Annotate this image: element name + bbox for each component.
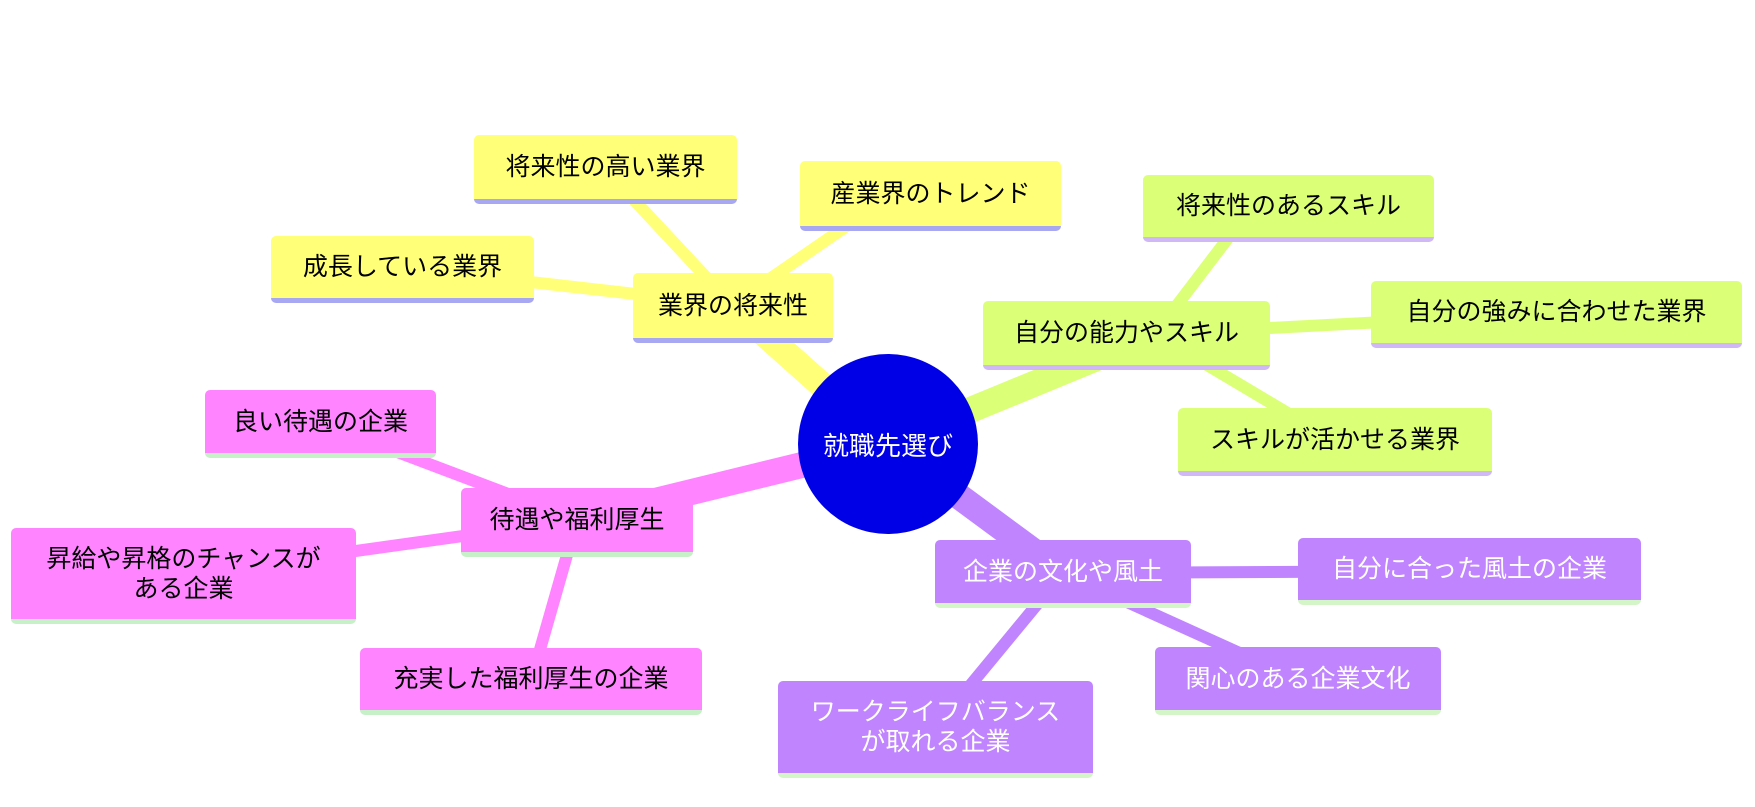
leaf-node[interactable]: 将来性の高い業界 <box>474 135 737 204</box>
leaf-node[interactable]: 充実した福利厚生の企業 <box>360 648 702 715</box>
leaf-node[interactable]: 産業界のトレンド <box>800 161 1061 231</box>
leaf-node[interactable]: 昇給や昇格のチャンスが ある企業 <box>11 528 356 624</box>
branch-node-benefits[interactable]: 待遇や福利厚生 <box>461 488 693 557</box>
leaf-node[interactable]: 成長している業界 <box>271 236 534 303</box>
branch-node-industry-future[interactable]: 業界の将来性 <box>633 273 833 343</box>
leaf-node[interactable]: 良い待遇の企業 <box>205 390 436 458</box>
leaf-node[interactable]: ワークライフバランス が取れる企業 <box>778 681 1093 778</box>
leaf-node[interactable]: 自分に合った風土の企業 <box>1298 538 1641 605</box>
leaf-node[interactable]: 将来性のあるスキル <box>1143 175 1434 242</box>
root-node[interactable]: 就職先選び <box>798 354 978 534</box>
branch-node-skills[interactable]: 自分の能力やスキル <box>983 301 1270 370</box>
leaf-node[interactable]: 自分の強みに合わせた業界 <box>1371 281 1742 348</box>
branch-node-culture[interactable]: 企業の文化や風土 <box>935 540 1191 608</box>
leaf-node[interactable]: 関心のある企業文化 <box>1155 647 1441 715</box>
leaf-node[interactable]: スキルが活かせる業界 <box>1178 408 1492 476</box>
